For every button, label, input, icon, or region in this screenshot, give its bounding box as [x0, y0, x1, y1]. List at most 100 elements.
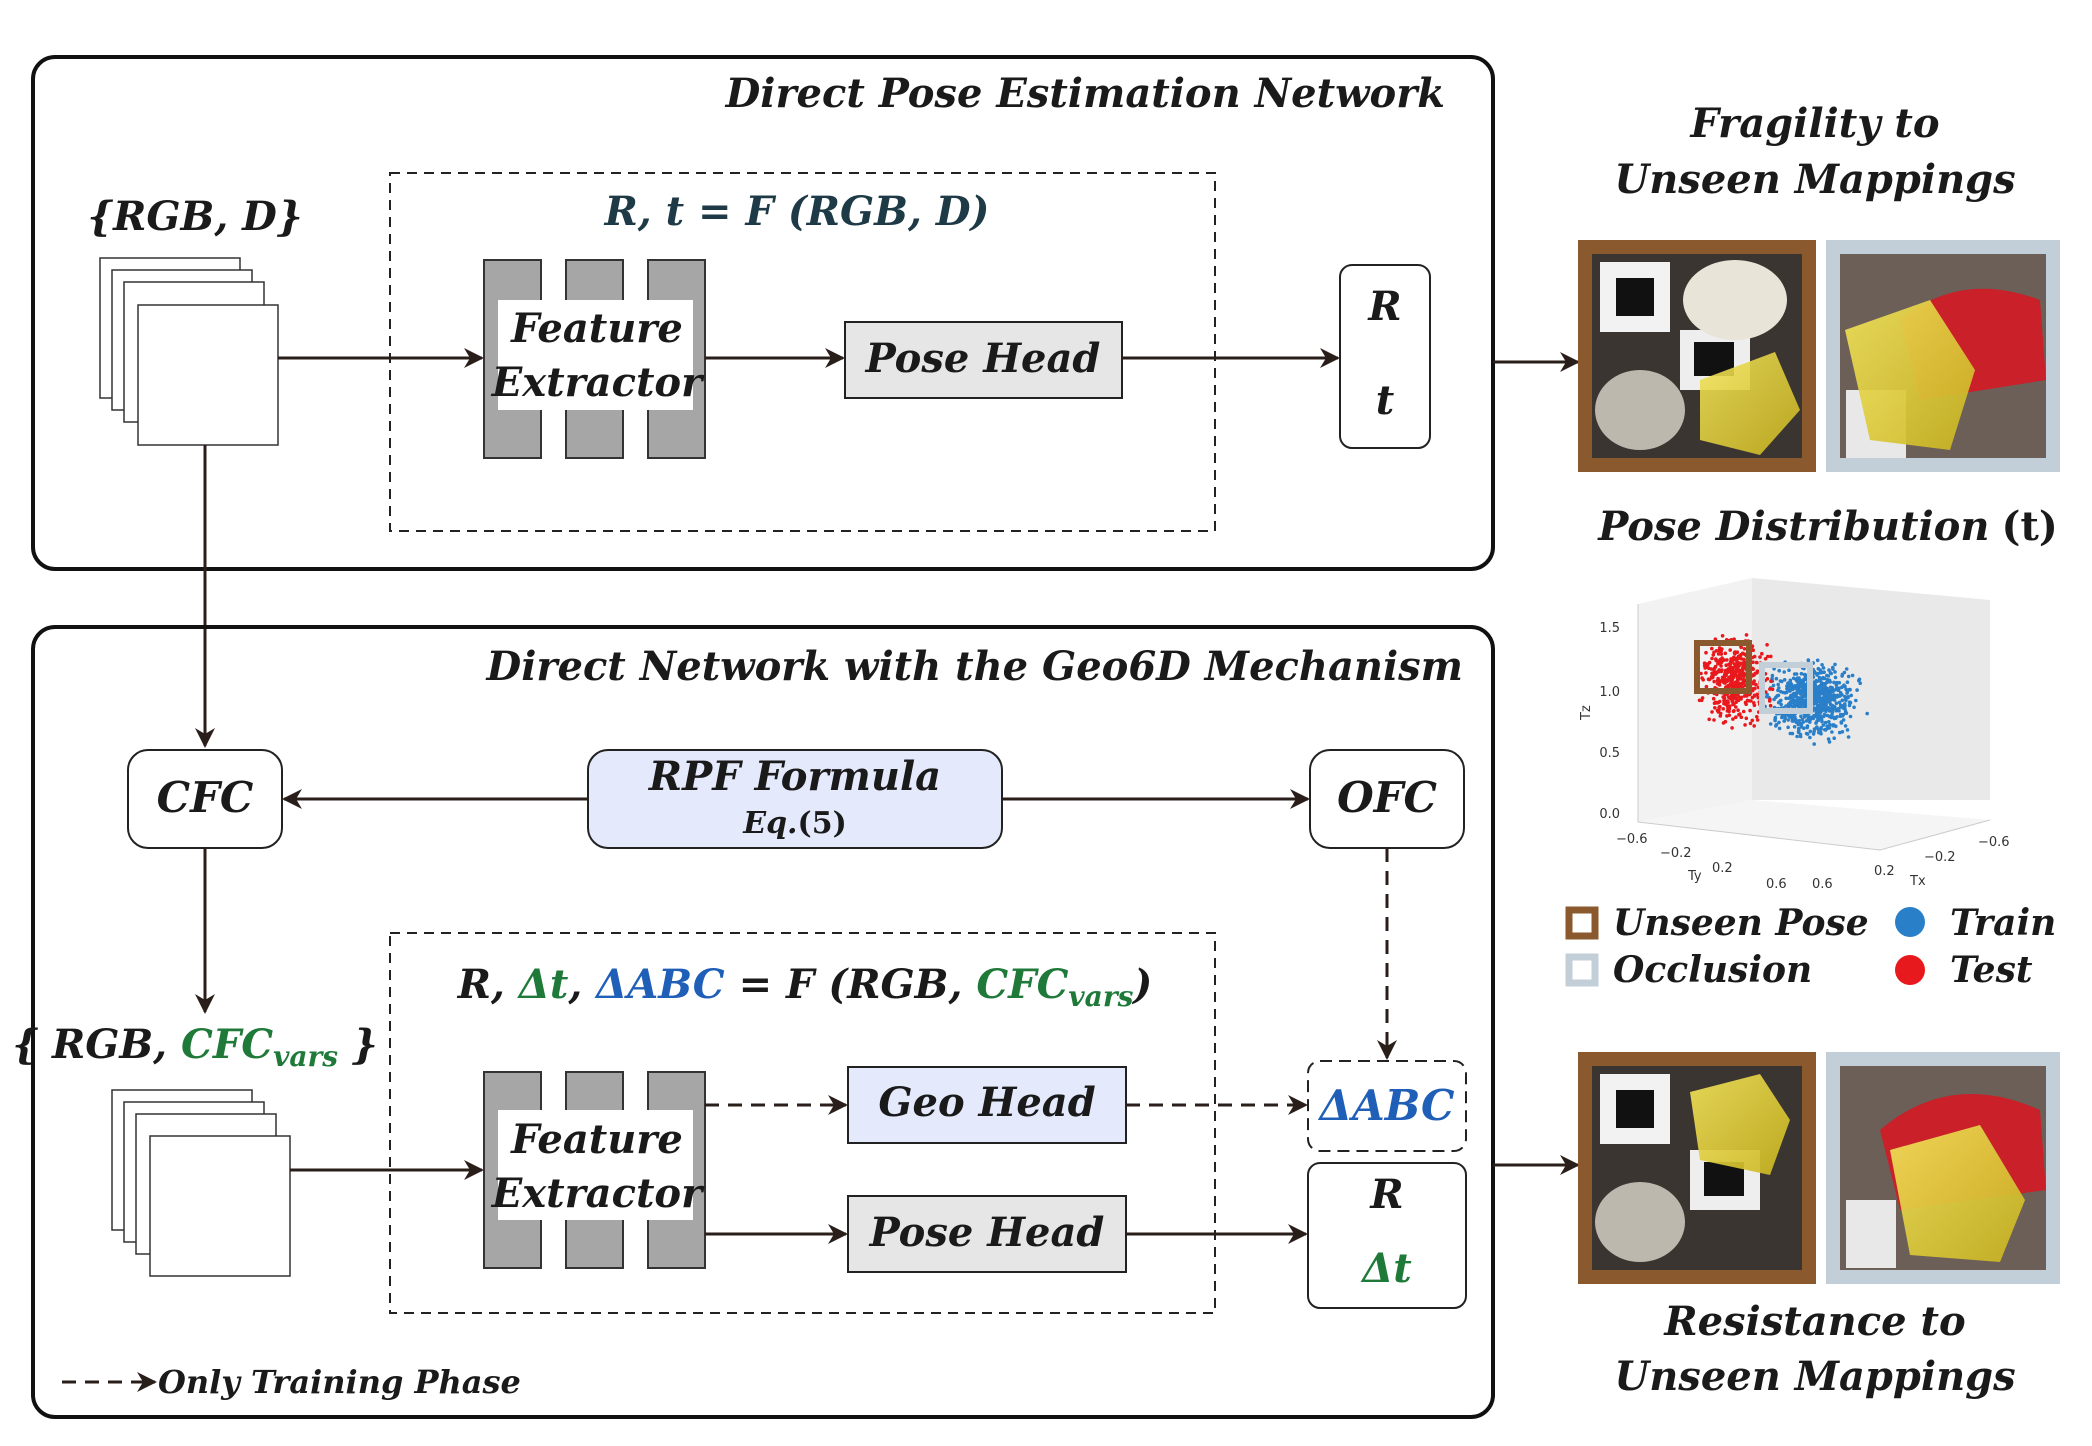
geo-head-label: Geo Head: [878, 1079, 1095, 1126]
z-tick-2: 1.0: [1599, 685, 1620, 700]
test-point: [1730, 699, 1735, 704]
train-point: [1780, 715, 1784, 720]
test-point: [1716, 652, 1721, 656]
test-point: [1763, 657, 1768, 661]
train-point: [1776, 682, 1780, 687]
scatter-unseen-pose-frame: [1694, 640, 1752, 694]
train-point: [1796, 730, 1801, 734]
train-point: [1801, 680, 1805, 684]
train-point: [1795, 703, 1799, 708]
train-point: [1811, 732, 1816, 736]
train-point: [1786, 681, 1790, 685]
bottom-formula: R, Δt, ΔABC = F (RGB, CFCvars): [457, 961, 1153, 1013]
test-point: [1722, 676, 1727, 681]
train-point: [1792, 717, 1797, 722]
train-point: [1826, 737, 1831, 741]
train-point: [1855, 688, 1859, 692]
train-point: [1821, 723, 1826, 727]
train-point: [1840, 674, 1844, 678]
test-point: [1737, 672, 1742, 677]
test-point: [1769, 654, 1773, 659]
z-tick-4: 0.0: [1599, 807, 1620, 822]
test-point: [1715, 701, 1719, 705]
train-point: [1835, 715, 1839, 719]
train-point: [1828, 680, 1832, 684]
train-point: [1815, 658, 1820, 663]
test-point: [1728, 668, 1732, 673]
test-point: [1736, 708, 1740, 712]
train-point: [1828, 722, 1832, 727]
y-tick-1: −0.6: [1616, 832, 1648, 847]
train-point: [1830, 709, 1835, 714]
train-point: [1825, 706, 1830, 710]
test-point: [1734, 700, 1738, 704]
train-point: [1797, 698, 1802, 703]
test-point: [1748, 721, 1753, 726]
test-point: [1752, 724, 1756, 728]
test-point: [1734, 715, 1738, 719]
test-point: [1717, 683, 1722, 687]
train-point: [1787, 688, 1792, 692]
train-point: [1826, 674, 1831, 678]
test-point: [1745, 698, 1750, 703]
train-point: [1777, 720, 1781, 725]
svg-text:Feature: Feature: [510, 1116, 683, 1163]
train-point: [1784, 696, 1788, 701]
train-point: [1770, 673, 1775, 678]
train-point: [1827, 693, 1832, 698]
test-point: [1723, 651, 1728, 656]
train-point: [1831, 667, 1835, 671]
bottom-pose-head-label: Pose Head: [869, 1209, 1105, 1256]
test-point: [1728, 648, 1732, 652]
top-pose-head-label: Pose Head: [865, 335, 1101, 382]
legend-occlusion-swatch: [1565, 953, 1599, 987]
train-point: [1795, 734, 1799, 739]
legend-occlusion-label: Occlusion: [1613, 949, 1812, 991]
test-point: [1737, 712, 1741, 717]
train-point: [1791, 692, 1796, 696]
train-point: [1818, 714, 1823, 718]
test-point: [1727, 709, 1731, 714]
train-point: [1827, 700, 1832, 704]
train-point: [1845, 680, 1850, 684]
y-axis-label: Ty: [1687, 869, 1702, 884]
train-point: [1773, 718, 1777, 723]
test-point: [1755, 669, 1760, 673]
train-point: [1848, 714, 1853, 719]
train-point: [1824, 697, 1828, 702]
train-point: [1830, 703, 1835, 708]
test-point: [1704, 684, 1709, 689]
train-point: [1802, 726, 1806, 730]
test-point: [1736, 656, 1741, 660]
x-tick-2: 0.2: [1874, 864, 1895, 879]
train-point: [1834, 701, 1839, 705]
test-point: [1751, 648, 1755, 652]
test-point: [1704, 650, 1708, 655]
fragility-title-1: Fragility to: [1689, 100, 1939, 147]
test-point: [1769, 679, 1773, 683]
top-input-stack: [99, 257, 279, 446]
train-point: [1819, 727, 1823, 731]
top-panel: [31, 55, 1495, 571]
train-point: [1820, 663, 1824, 667]
train-point: [1849, 693, 1853, 698]
train-point: [1827, 709, 1832, 713]
train-point: [1822, 714, 1826, 719]
test-point: [1739, 715, 1744, 719]
test-point: [1728, 665, 1732, 669]
train-point: [1793, 715, 1797, 719]
test-point: [1728, 696, 1733, 701]
test-point: [1725, 679, 1729, 683]
train-point: [1777, 668, 1781, 673]
train-point: [1816, 671, 1820, 676]
train-point: [1823, 720, 1828, 725]
test-point: [1722, 680, 1727, 684]
train-point: [1835, 694, 1840, 698]
test-point: [1742, 647, 1747, 651]
test-point: [1718, 704, 1722, 709]
bottom-output-box: [1307, 1162, 1467, 1309]
top-output-r: R: [1367, 283, 1401, 330]
train-point: [1840, 730, 1845, 734]
test-point: [1744, 702, 1748, 706]
test-point: [1734, 670, 1738, 674]
